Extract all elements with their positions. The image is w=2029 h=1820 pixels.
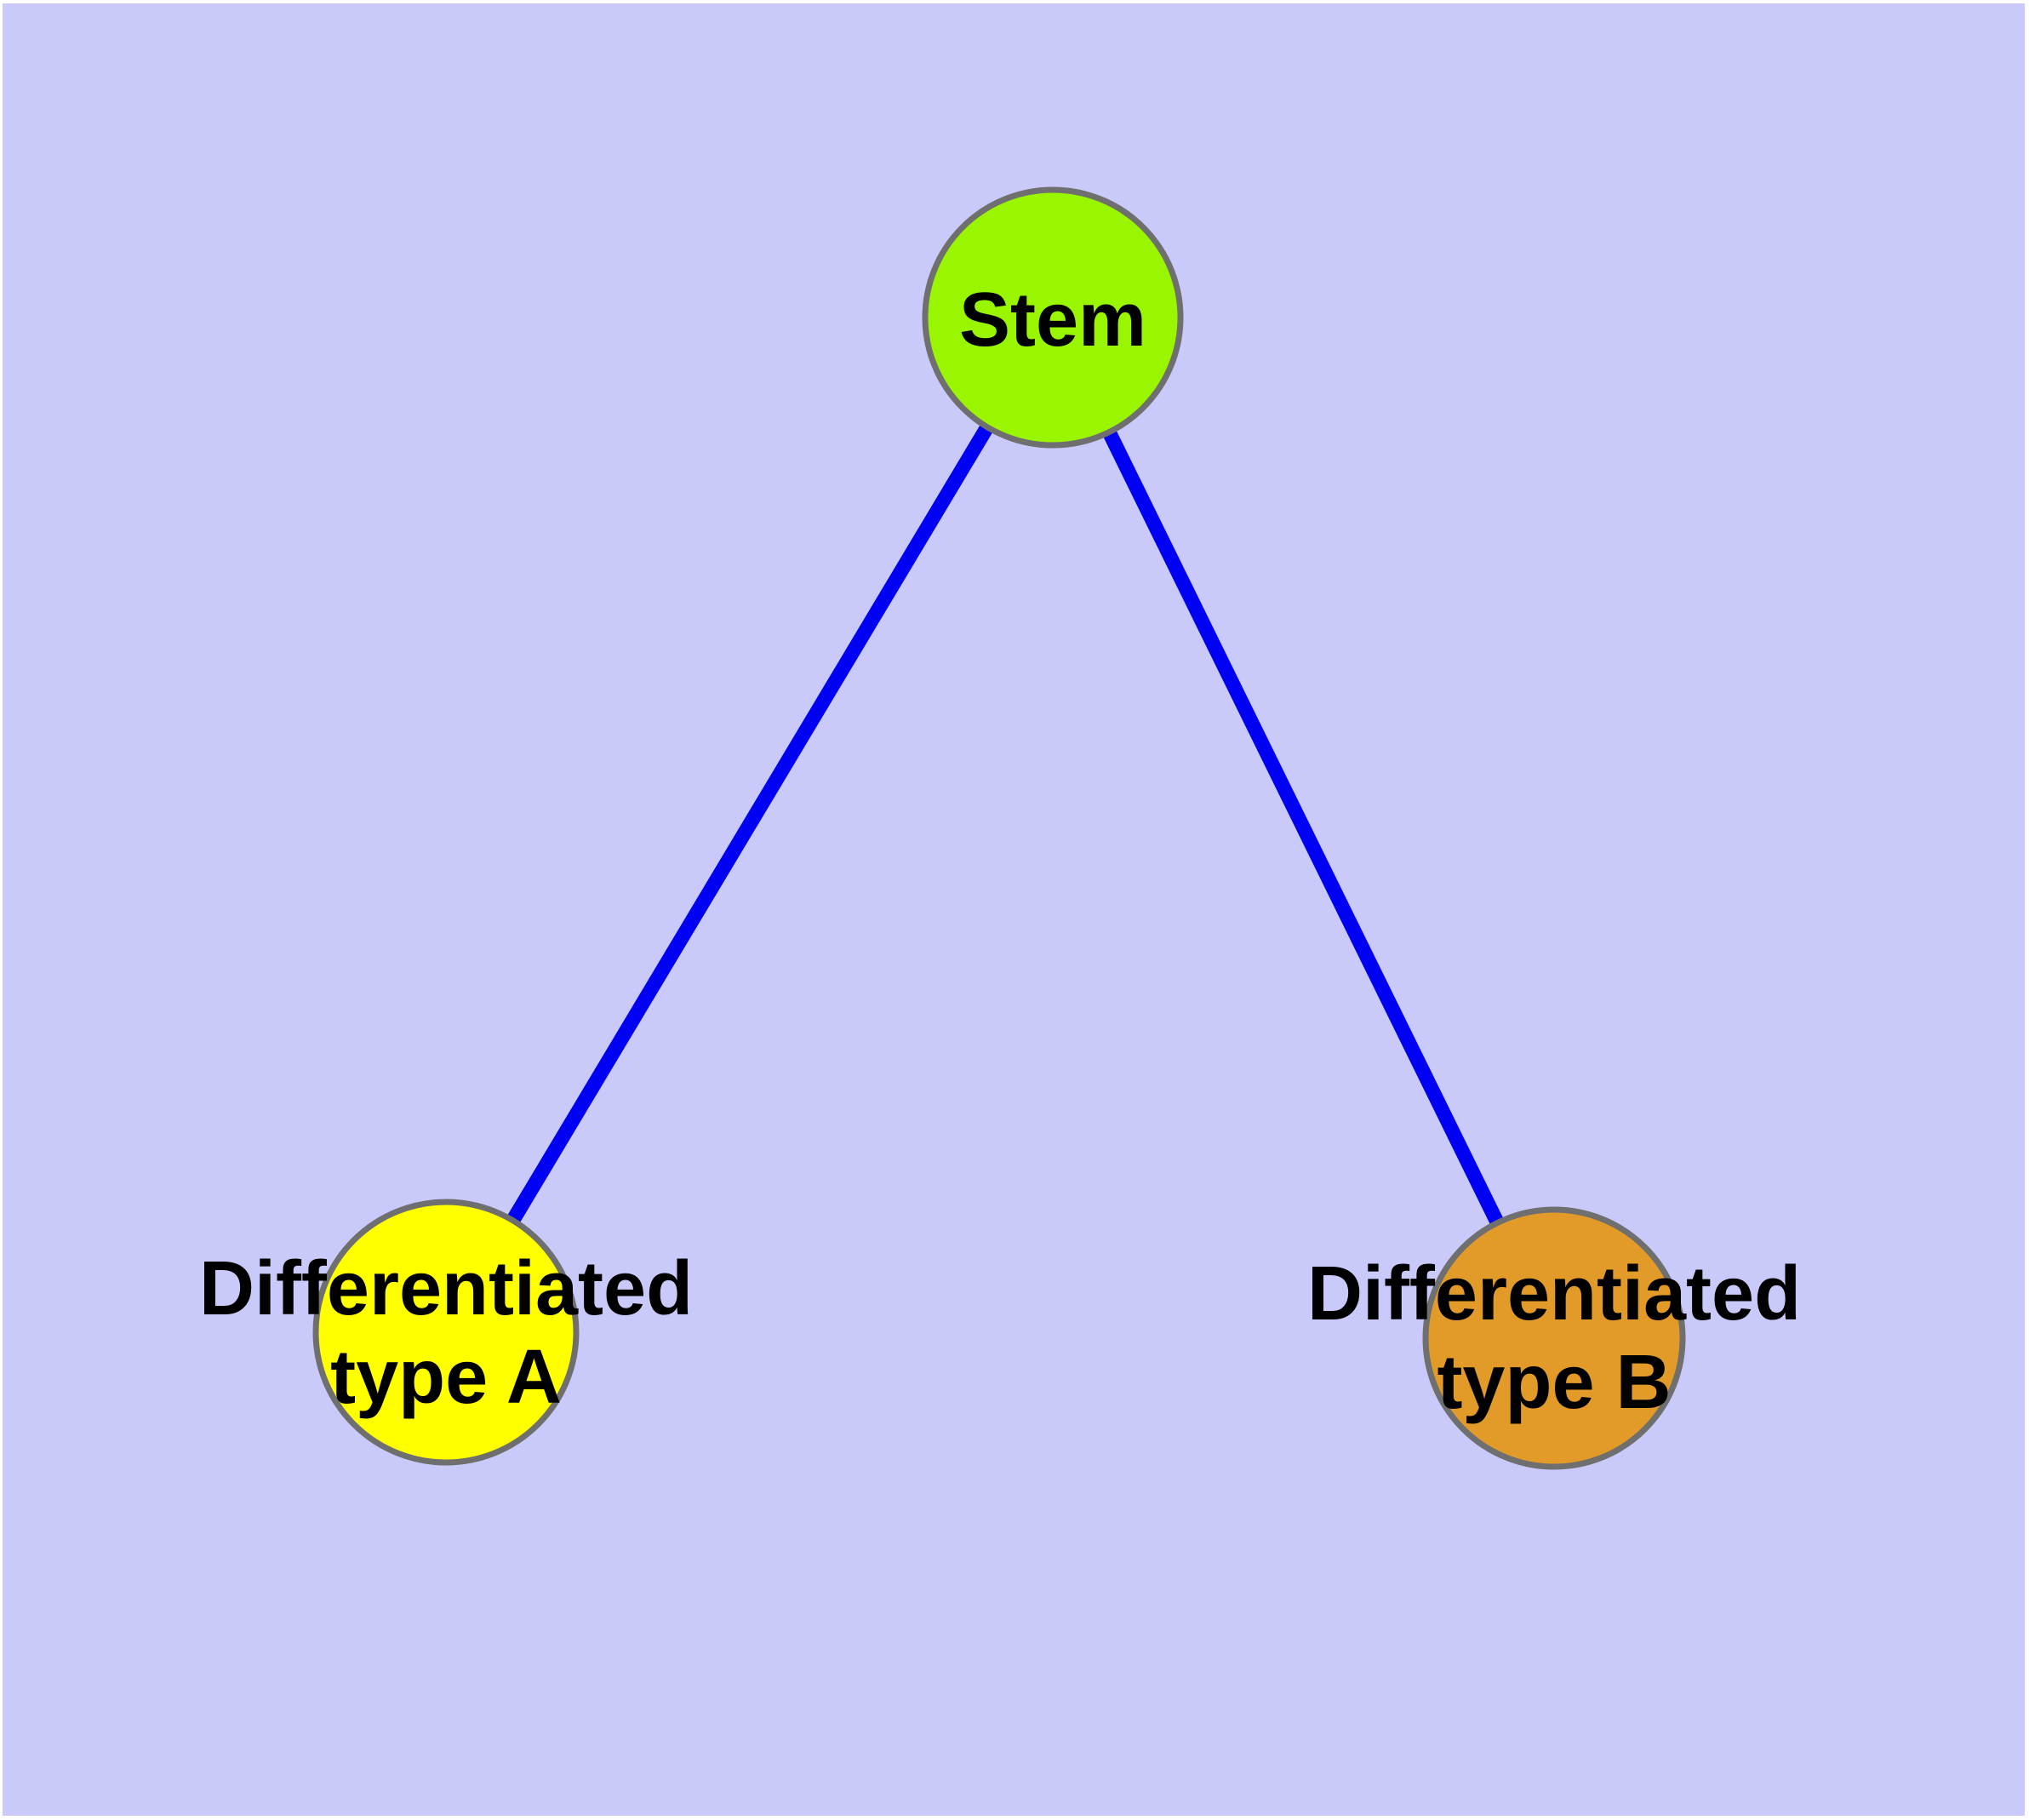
- node-stem-label: Stem: [959, 276, 1146, 364]
- edge-stem-to-differentiated-type-b: [1046, 314, 1561, 1342]
- node-differentiated-type-b-label: Differentiated type B: [1307, 1250, 1801, 1427]
- node-differentiated-type-a-circle: [312, 1199, 580, 1466]
- node-differentiated-type-a-label-line-2: type A: [330, 1335, 562, 1420]
- node-differentiated-type-b-label-line-2: type B: [1437, 1340, 1672, 1425]
- node-differentiated-type-a-label: Differentiated type A: [199, 1245, 693, 1422]
- node-stem-circle: [922, 186, 1184, 449]
- node-differentiated-type-b-circle: [1422, 1206, 1686, 1470]
- node-differentiated-type-a-label-line-1: Differentiated: [198, 1246, 694, 1331]
- edge-stem-to-differentiated-type-a: [439, 313, 1060, 1336]
- node-stem-label-line-1: Stem: [958, 278, 1147, 363]
- node-differentiated-type-b-label-line-1: Differentiated: [1306, 1251, 1802, 1336]
